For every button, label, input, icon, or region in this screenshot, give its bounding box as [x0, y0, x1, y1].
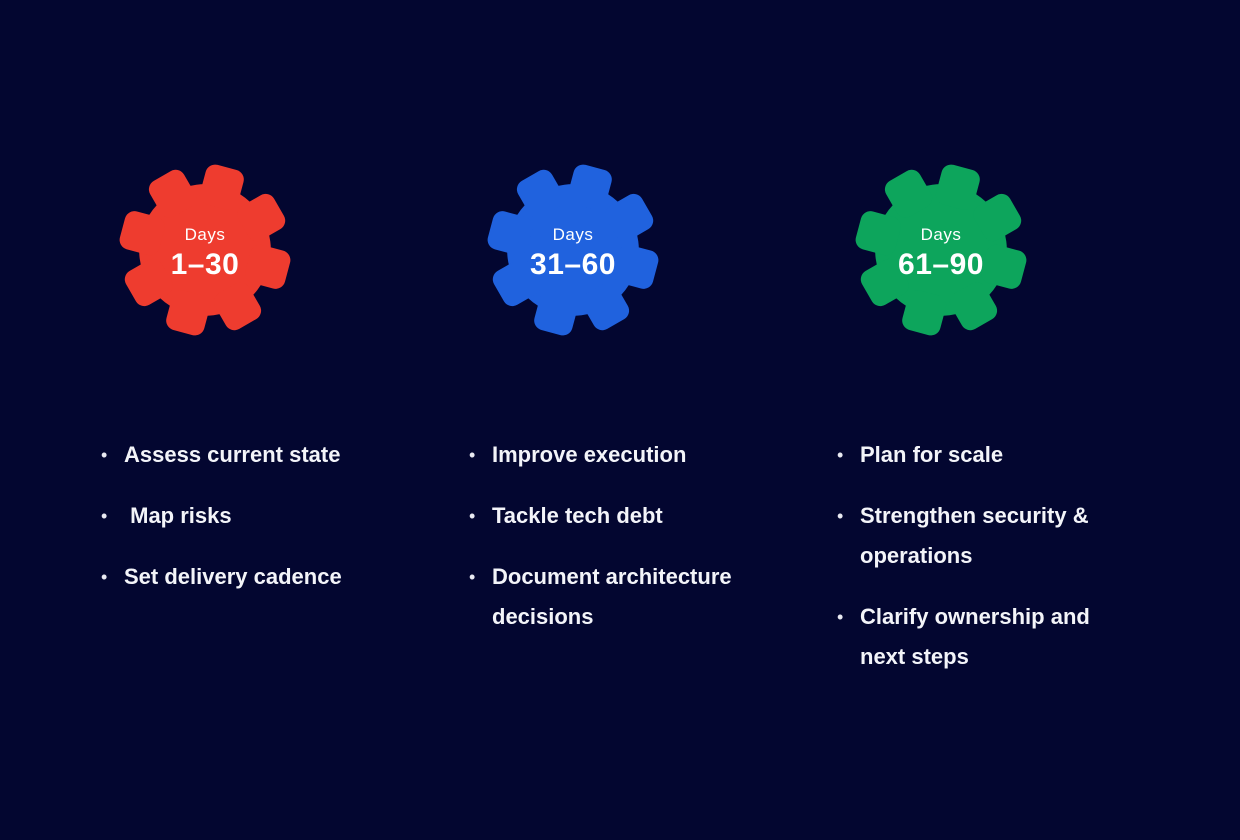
list-item-text: Set delivery cadence	[124, 564, 342, 589]
gear-icon	[119, 164, 291, 336]
list-item-text: Tackle tech debt	[492, 503, 663, 528]
bullet-list-days-61-90: Plan for scale Strengthen security & ope…	[836, 435, 1204, 677]
phase-column-days-31-60: Days 31–60 Improve execution Tackle tech…	[468, 0, 836, 698]
list-item: Tackle tech debt	[468, 496, 772, 536]
gear-badge-days-1-30: Days 1–30	[116, 161, 294, 339]
list-item-text: Assess current state	[124, 442, 341, 467]
phase-column-days-61-90: Days 61–90 Plan for scale Strengthen sec…	[836, 0, 1204, 698]
list-item: Document architecture decisions	[468, 557, 772, 637]
list-item: Set delivery cadence	[100, 557, 404, 597]
bullet-list-days-31-60: Improve execution Tackle tech debt Docum…	[468, 435, 836, 637]
list-item: Plan for scale	[836, 435, 1140, 475]
list-item-text: Clarify ownership and next steps	[860, 604, 1096, 669]
list-item: Map risks	[100, 496, 404, 536]
list-item-text: Improve execution	[492, 442, 687, 467]
phase-column-days-1-30: Days 1–30 Assess current state Map risks…	[100, 0, 468, 698]
phase-columns: Days 1–30 Assess current state Map risks…	[100, 0, 1204, 698]
list-item-text: Strengthen security & operations	[860, 503, 1095, 568]
list-item-text: Document architecture decisions	[492, 564, 738, 629]
bullet-list-days-1-30: Assess current state Map risks Set deliv…	[100, 435, 468, 597]
list-item-text: Plan for scale	[860, 442, 1004, 467]
gear-badge-days-61-90: Days 61–90	[852, 161, 1030, 339]
gear-icon	[487, 164, 659, 336]
list-item-text: Map risks	[124, 503, 232, 528]
gear-icon	[855, 164, 1027, 336]
list-item: Improve execution	[468, 435, 772, 475]
list-item: Assess current state	[100, 435, 404, 475]
list-item: Clarify ownership and next steps	[836, 597, 1140, 677]
list-item: Strengthen security & operations	[836, 496, 1140, 576]
gear-badge-days-31-60: Days 31–60	[484, 161, 662, 339]
